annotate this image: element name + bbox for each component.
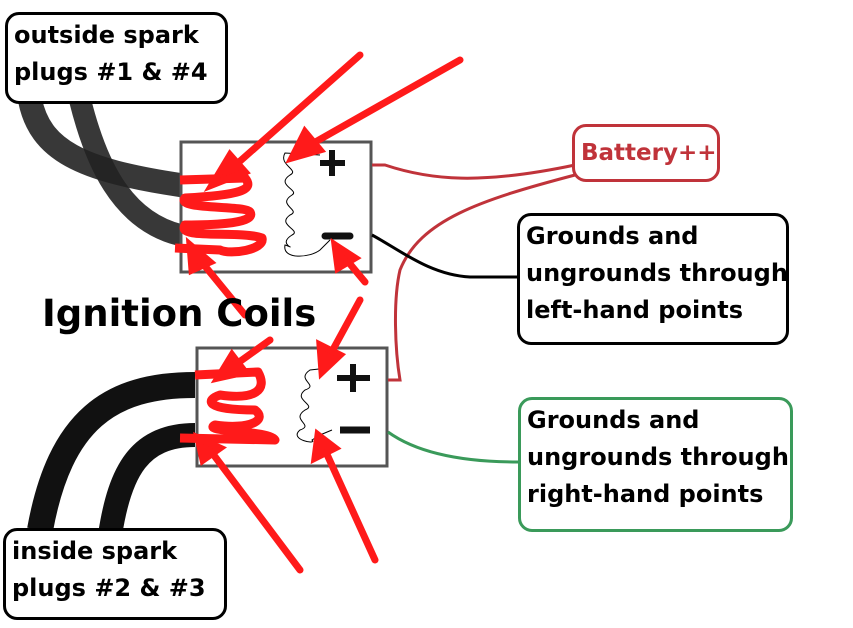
label-line: plugs #1 & #4	[14, 58, 208, 86]
arrow-upper-secondary-low	[196, 256, 249, 319]
arrow-head	[210, 348, 252, 384]
inside-plugs-label: inside spark plugs #2 & #3	[3, 528, 227, 620]
diagram-title: Ignition Coils	[42, 292, 317, 335]
plug-lead-upper-2	[69, 89, 191, 246]
label-line: Battery++	[581, 140, 717, 166]
right-points-label: Grounds and ungrounds through right-hand…	[518, 397, 793, 532]
primary-winding-upper	[283, 152, 331, 257]
label-line: ungrounds through	[527, 443, 789, 471]
label-line: Grounds and	[526, 222, 699, 250]
arrow-lower-primary	[326, 296, 364, 359]
arrow-group	[185, 51, 464, 574]
outside-plugs-label: outside spark plugs #1 & #4	[5, 12, 228, 104]
arrow-head	[285, 125, 327, 164]
plug-lead-lower-2	[98, 423, 196, 537]
battery-wire-upper	[372, 163, 576, 180]
label-line: right-hand points	[527, 480, 764, 508]
ground-wire-left	[371, 233, 518, 279]
secondary-winding-lower	[179, 367, 280, 445]
plug-lead-upper-1	[18, 88, 192, 197]
label-line: Grounds and	[527, 406, 700, 434]
plus-terminal-upper	[320, 150, 345, 176]
label-line: outside spark	[14, 21, 199, 49]
arrow-upper-primary	[306, 56, 464, 149]
primary-winding-lower	[296, 367, 333, 443]
secondary-winding-upper	[174, 173, 267, 257]
arrow-head	[193, 431, 228, 466]
arrow-head	[203, 149, 251, 193]
arrow-head	[316, 339, 347, 380]
label-line: inside spark	[12, 537, 178, 565]
left-points-label: Grounds and ungrounds through left-hand …	[517, 213, 789, 345]
ground-wire-right	[387, 430, 519, 464]
arrow-head	[310, 428, 342, 465]
plug-lead-lower-1	[27, 372, 196, 533]
arrow-head	[330, 237, 362, 274]
arrow-head	[185, 236, 217, 276]
arrow-lower-minus	[321, 446, 379, 564]
label-line: ungrounds through	[526, 259, 788, 287]
arrow-upper-secondary	[226, 51, 364, 174]
label-line: left-hand points	[526, 296, 744, 324]
plus-terminal-lower	[337, 364, 370, 392]
battery-label: Battery++	[572, 124, 720, 182]
battery-wire-lower	[388, 173, 576, 382]
label-line: plugs #2 & #3	[12, 574, 206, 602]
arrow-lower-secondary-low	[206, 446, 304, 574]
